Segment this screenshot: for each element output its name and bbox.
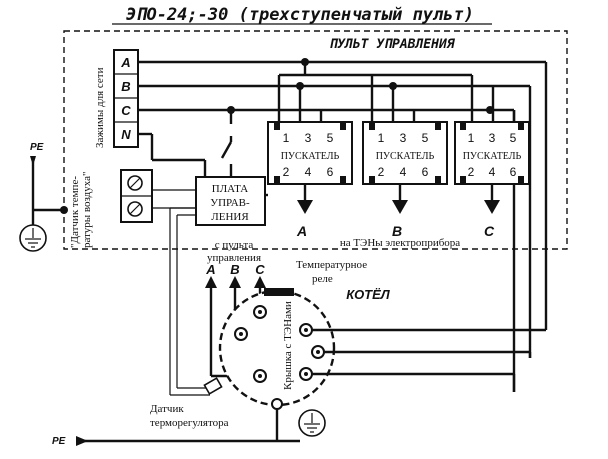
starter-1-pin-4: 4 [305, 165, 312, 179]
cover-label: Крышка с ТЭНами [282, 301, 294, 390]
output-a-label: A [296, 223, 307, 239]
control-panel-border [63, 30, 568, 250]
temp-relay-line2: реле [312, 273, 333, 285]
terminal-c-label: C [121, 103, 131, 118]
starter-1-pin-5: 5 [327, 131, 334, 145]
starter-2-pin-2: 2 [378, 165, 385, 179]
boiler-phase-a: A [205, 262, 215, 277]
junction-dots [227, 58, 494, 114]
terminal-b-label: B [121, 79, 130, 94]
starter-3: 1 3 5 ПУСКАТЕЛЬ 2 4 6 [454, 121, 530, 185]
starter-2: 1 3 5 ПУСКАТЕЛЬ 2 4 6 [362, 121, 448, 185]
pe-bottom-label: PE [52, 436, 66, 447]
sensor-terminals [120, 169, 153, 223]
boiler-phase-c: C [255, 262, 265, 277]
sensor-cable [169, 207, 210, 396]
thermo-line1: Датчик [150, 403, 184, 415]
pe-top-label: PE [30, 142, 44, 153]
output-c-label: C [484, 223, 495, 239]
terminals-caption: Зажимы для сети [94, 67, 106, 148]
starter-1-label: ПУСКАТЕЛЬ [281, 151, 340, 162]
starter-2-pin-1: 1 [378, 131, 385, 145]
diagram-title: ЭПО-24;-30 (трехступенчатый пульт) [126, 5, 474, 25]
control-board [195, 176, 266, 226]
starter-3-pin-2: 2 [468, 165, 475, 179]
starter-1-pin-2: 2 [283, 165, 290, 179]
output-arrows [297, 184, 500, 214]
starter-3-pin-5: 5 [510, 131, 517, 145]
boiler-label: КОТЁЛ [346, 287, 391, 302]
ground-icon [19, 224, 47, 252]
starter-1: 1 3 5 ПУСКАТЕЛЬ 2 4 6 [267, 121, 353, 185]
pe-top-wire [30, 156, 68, 226]
ground-icon-bottom [298, 409, 326, 437]
temp-relay-line1: Температурное [296, 259, 367, 271]
starter-2-pin-4: 4 [400, 165, 407, 179]
starter-3-pin-3: 3 [489, 131, 496, 145]
thermo-line2: терморегулятора [150, 417, 229, 429]
terminal-block: A B C N [113, 49, 139, 148]
starter-3-pin-1: 1 [468, 131, 475, 145]
starter-1-pin-1: 1 [283, 131, 290, 145]
heaters-label: на ТЭНы электроприбора [340, 237, 460, 249]
from-panel-line1: с пульта [215, 239, 254, 251]
boiler [203, 288, 546, 410]
starter-1-pin-6: 6 [327, 165, 334, 179]
sensor-caption-line2: ратуры воздуха" [81, 172, 93, 249]
starter-3-pin-6: 6 [510, 165, 517, 179]
sensor-caption-line1: "Датчик темпе- [69, 176, 81, 248]
temp-relay-block [264, 288, 294, 296]
starter-3-label: ПУСКАТЕЛЬ [463, 151, 522, 162]
from-panel-line2: управления [207, 252, 261, 264]
board-line3: ЛЕНИЯ [211, 211, 249, 223]
panel-label: ПУЛЬТ УПРАВЛЕНИЯ [329, 37, 455, 52]
starter-2-label: ПУСКАТЕЛЬ [376, 151, 435, 162]
starter-2-pin-6: 6 [422, 165, 429, 179]
terminal-n-label: N [121, 127, 131, 142]
starter-2-pin-5: 5 [422, 131, 429, 145]
output-b-label: B [392, 223, 402, 239]
terminal-a-label: A [120, 55, 130, 70]
pe-bottom-wire [76, 409, 300, 446]
board-line1: ПЛАТА [212, 183, 249, 195]
starter-3-pin-4: 4 [489, 165, 496, 179]
board-line2: УПРАВ- [210, 197, 250, 209]
starter-1-pin-3: 3 [305, 131, 312, 145]
starter-2-pin-3: 3 [400, 131, 407, 145]
boiler-phase-b: B [230, 262, 239, 277]
